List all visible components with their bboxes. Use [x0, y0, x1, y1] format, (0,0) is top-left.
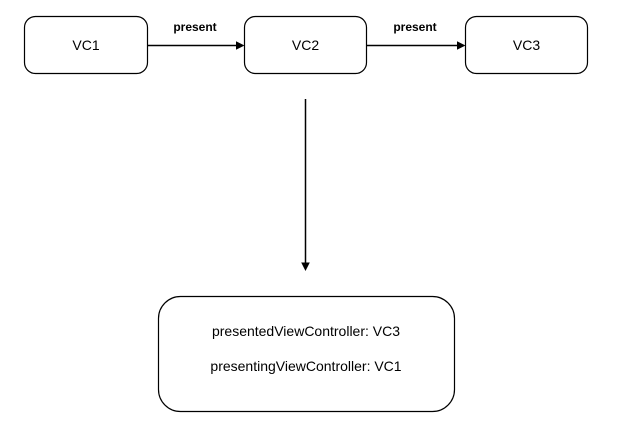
node-vc2-label: VC2	[292, 37, 319, 53]
edge-vc1-to-vc2: present	[147, 20, 245, 50]
node-vc1: VC1	[23, 15, 149, 75]
edge-vc2-to-vc3: present	[366, 20, 466, 50]
detail-box: presentedViewController: VC3 presentingV…	[157, 295, 456, 413]
detail-presented-text: presentedViewController: VC3	[212, 323, 400, 339]
node-vc3-box	[464, 15, 589, 75]
detail-presenting-text: presentingViewController: VC1	[210, 358, 401, 374]
edge-vc2-to-vc3-label: present	[393, 20, 436, 34]
node-vc2: VC2	[243, 15, 368, 75]
edge-vc2-to-detail	[301, 99, 310, 271]
arrow-right-icon	[457, 41, 466, 50]
detail-box-frame	[157, 295, 456, 413]
node-vc3: VC3	[464, 15, 589, 75]
arrow-right-icon	[236, 41, 245, 50]
edge-vc1-to-vc2-label: present	[173, 20, 216, 34]
node-vc3-label: VC3	[513, 37, 540, 53]
node-vc1-label: VC1	[72, 37, 99, 53]
arrow-down-icon	[301, 262, 310, 271]
